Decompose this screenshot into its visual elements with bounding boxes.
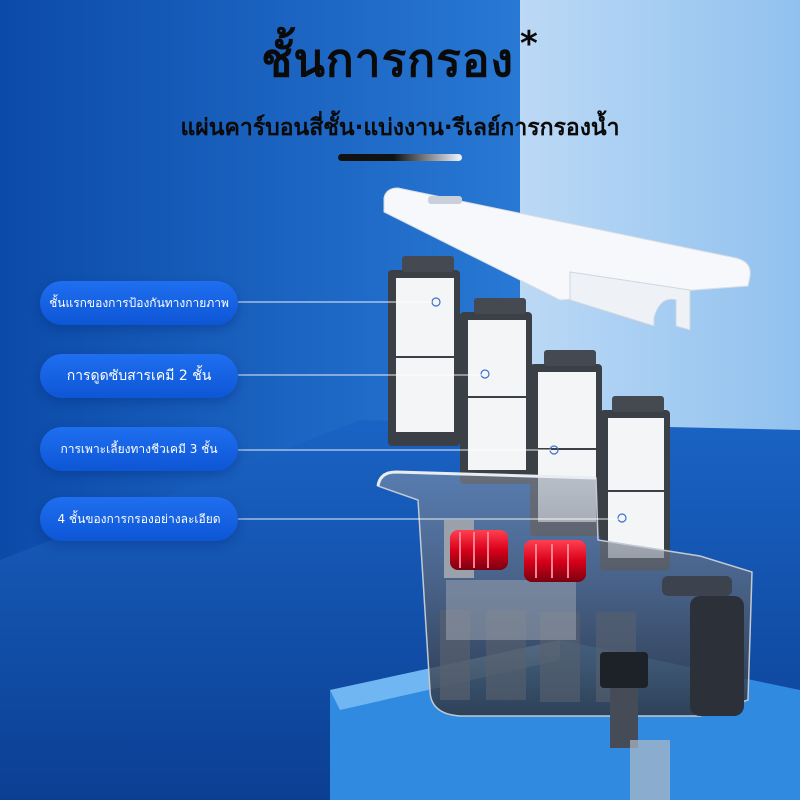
filter-cartridge-2 <box>460 298 532 484</box>
intake-pipe <box>600 576 744 800</box>
title-text: ชั้นการกรอง <box>261 33 514 87</box>
label-physical-protection: ชั้นแรกของการป้องกันทางกายภาพ <box>40 281 238 325</box>
label-fine-filtration: 4 ชั้นของการกรองอย่างละเอียด <box>40 497 238 541</box>
title-underline <box>338 154 462 161</box>
page-subtitle: แผ่นคาร์บอนสี่ชั้น·แบ่งงาน·รีเลย์การกรอง… <box>180 115 620 141</box>
lid-logo-mark <box>428 196 462 204</box>
filter-cartridge-1 <box>388 256 460 446</box>
filter-lid <box>383 187 751 301</box>
title-star: * <box>519 24 539 64</box>
pump-impeller-left <box>444 520 508 578</box>
page-title: ชั้นการกรอง* <box>0 24 800 97</box>
label-biochemical-culture: การเพาะเลี้ยงทางชีวเคมี 3 ชั้น <box>40 427 238 471</box>
pump-impeller-right <box>524 540 586 582</box>
lid-hook <box>569 271 691 331</box>
label-chemical-absorption: การดูดซับสารเคมี 2 ชั้น <box>40 354 238 398</box>
